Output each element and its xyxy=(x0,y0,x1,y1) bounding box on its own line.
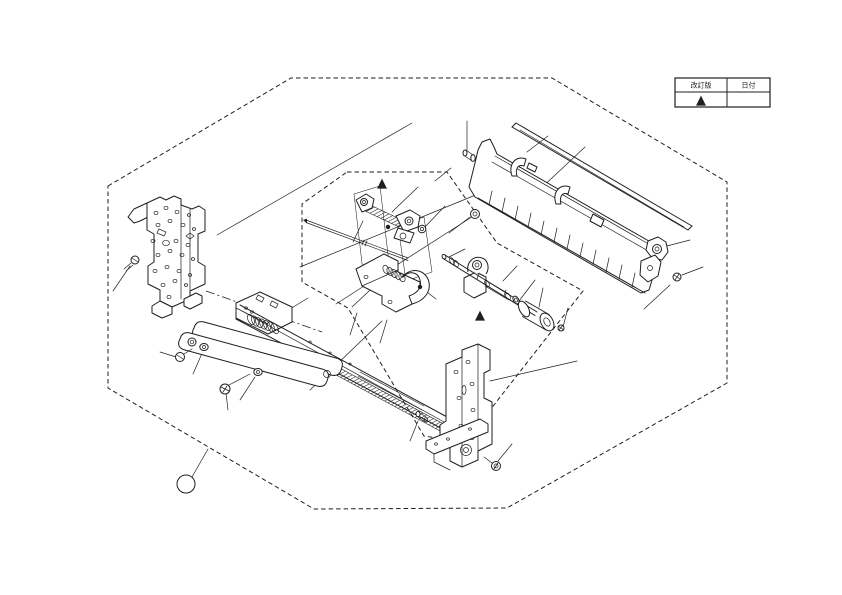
paper-guide-tray xyxy=(462,138,682,294)
tray-pin xyxy=(462,149,476,162)
tray-nut xyxy=(470,209,480,219)
link-plates xyxy=(178,321,343,387)
guide-bar xyxy=(511,122,693,231)
outer-boundary xyxy=(107,77,728,510)
revision-table: 改訂版 日付 ▲ xyxy=(674,77,771,108)
revision-mark: ▲ xyxy=(696,93,706,108)
shaft-ring xyxy=(512,295,520,305)
leader-lines xyxy=(112,120,704,462)
arm-nut xyxy=(417,224,427,234)
pivot-rod xyxy=(303,218,409,261)
retaining-clip xyxy=(557,324,565,332)
rail-spring xyxy=(247,314,279,334)
plate-holes xyxy=(150,205,196,300)
callout-balloon xyxy=(176,448,209,494)
left-mounting-plate xyxy=(127,195,206,319)
lever-spring xyxy=(382,264,406,283)
tray-end-cap xyxy=(639,236,669,283)
warning-markers: ▲ ▲ xyxy=(377,176,485,323)
lever-bracket xyxy=(355,253,430,313)
bracket-screw xyxy=(483,456,501,471)
plate-screw xyxy=(123,255,140,272)
tray-end-screw xyxy=(672,272,682,282)
tray-ribs xyxy=(488,190,636,288)
revision-header: 改訂版 xyxy=(691,81,712,90)
date-header: 日付 xyxy=(742,81,756,90)
warning-triangle-1: ▲ xyxy=(377,176,387,191)
right-mounting-bracket xyxy=(415,343,501,471)
warning-triangle-2: ▲ xyxy=(475,308,485,323)
link-fasteners xyxy=(175,343,263,395)
tension-arm-linkage xyxy=(355,193,427,244)
pickup-roller xyxy=(517,300,555,332)
lever-bolt xyxy=(417,284,423,290)
pickup-shaft-assembly xyxy=(441,253,565,332)
bracket-pin xyxy=(415,410,428,423)
